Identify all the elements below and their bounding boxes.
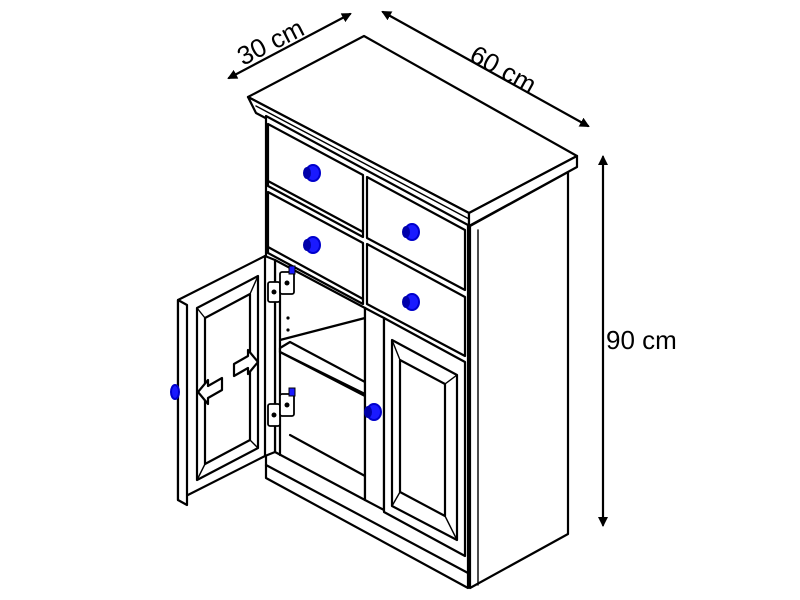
knob-icon[interactable] bbox=[402, 223, 420, 241]
left-door-open[interactable] bbox=[176, 254, 277, 507]
top-side-edge bbox=[467, 154, 579, 228]
arrow-icon bbox=[196, 376, 224, 406]
knob-icon[interactable] bbox=[170, 384, 180, 400]
knob-icon[interactable] bbox=[364, 403, 382, 421]
open-compartment bbox=[273, 258, 386, 512]
knob-icon[interactable] bbox=[303, 236, 321, 254]
drawer-knobs bbox=[303, 164, 420, 311]
knob-icon[interactable] bbox=[303, 164, 321, 182]
knob-icon[interactable] bbox=[402, 293, 420, 311]
side-panel bbox=[468, 170, 570, 590]
depth-label: 30 cm bbox=[232, 12, 309, 71]
dimension-lines bbox=[227, 10, 608, 527]
width-label: 60 cm bbox=[465, 39, 541, 100]
width-dimension-line bbox=[381, 10, 590, 128]
depth-dimension-line bbox=[227, 12, 352, 80]
arrow-icon bbox=[232, 348, 260, 378]
hinge-icon bbox=[267, 387, 296, 427]
hinge-icon bbox=[267, 265, 296, 303]
height-label: 90 cm bbox=[606, 325, 677, 355]
right-door[interactable] bbox=[382, 316, 467, 558]
